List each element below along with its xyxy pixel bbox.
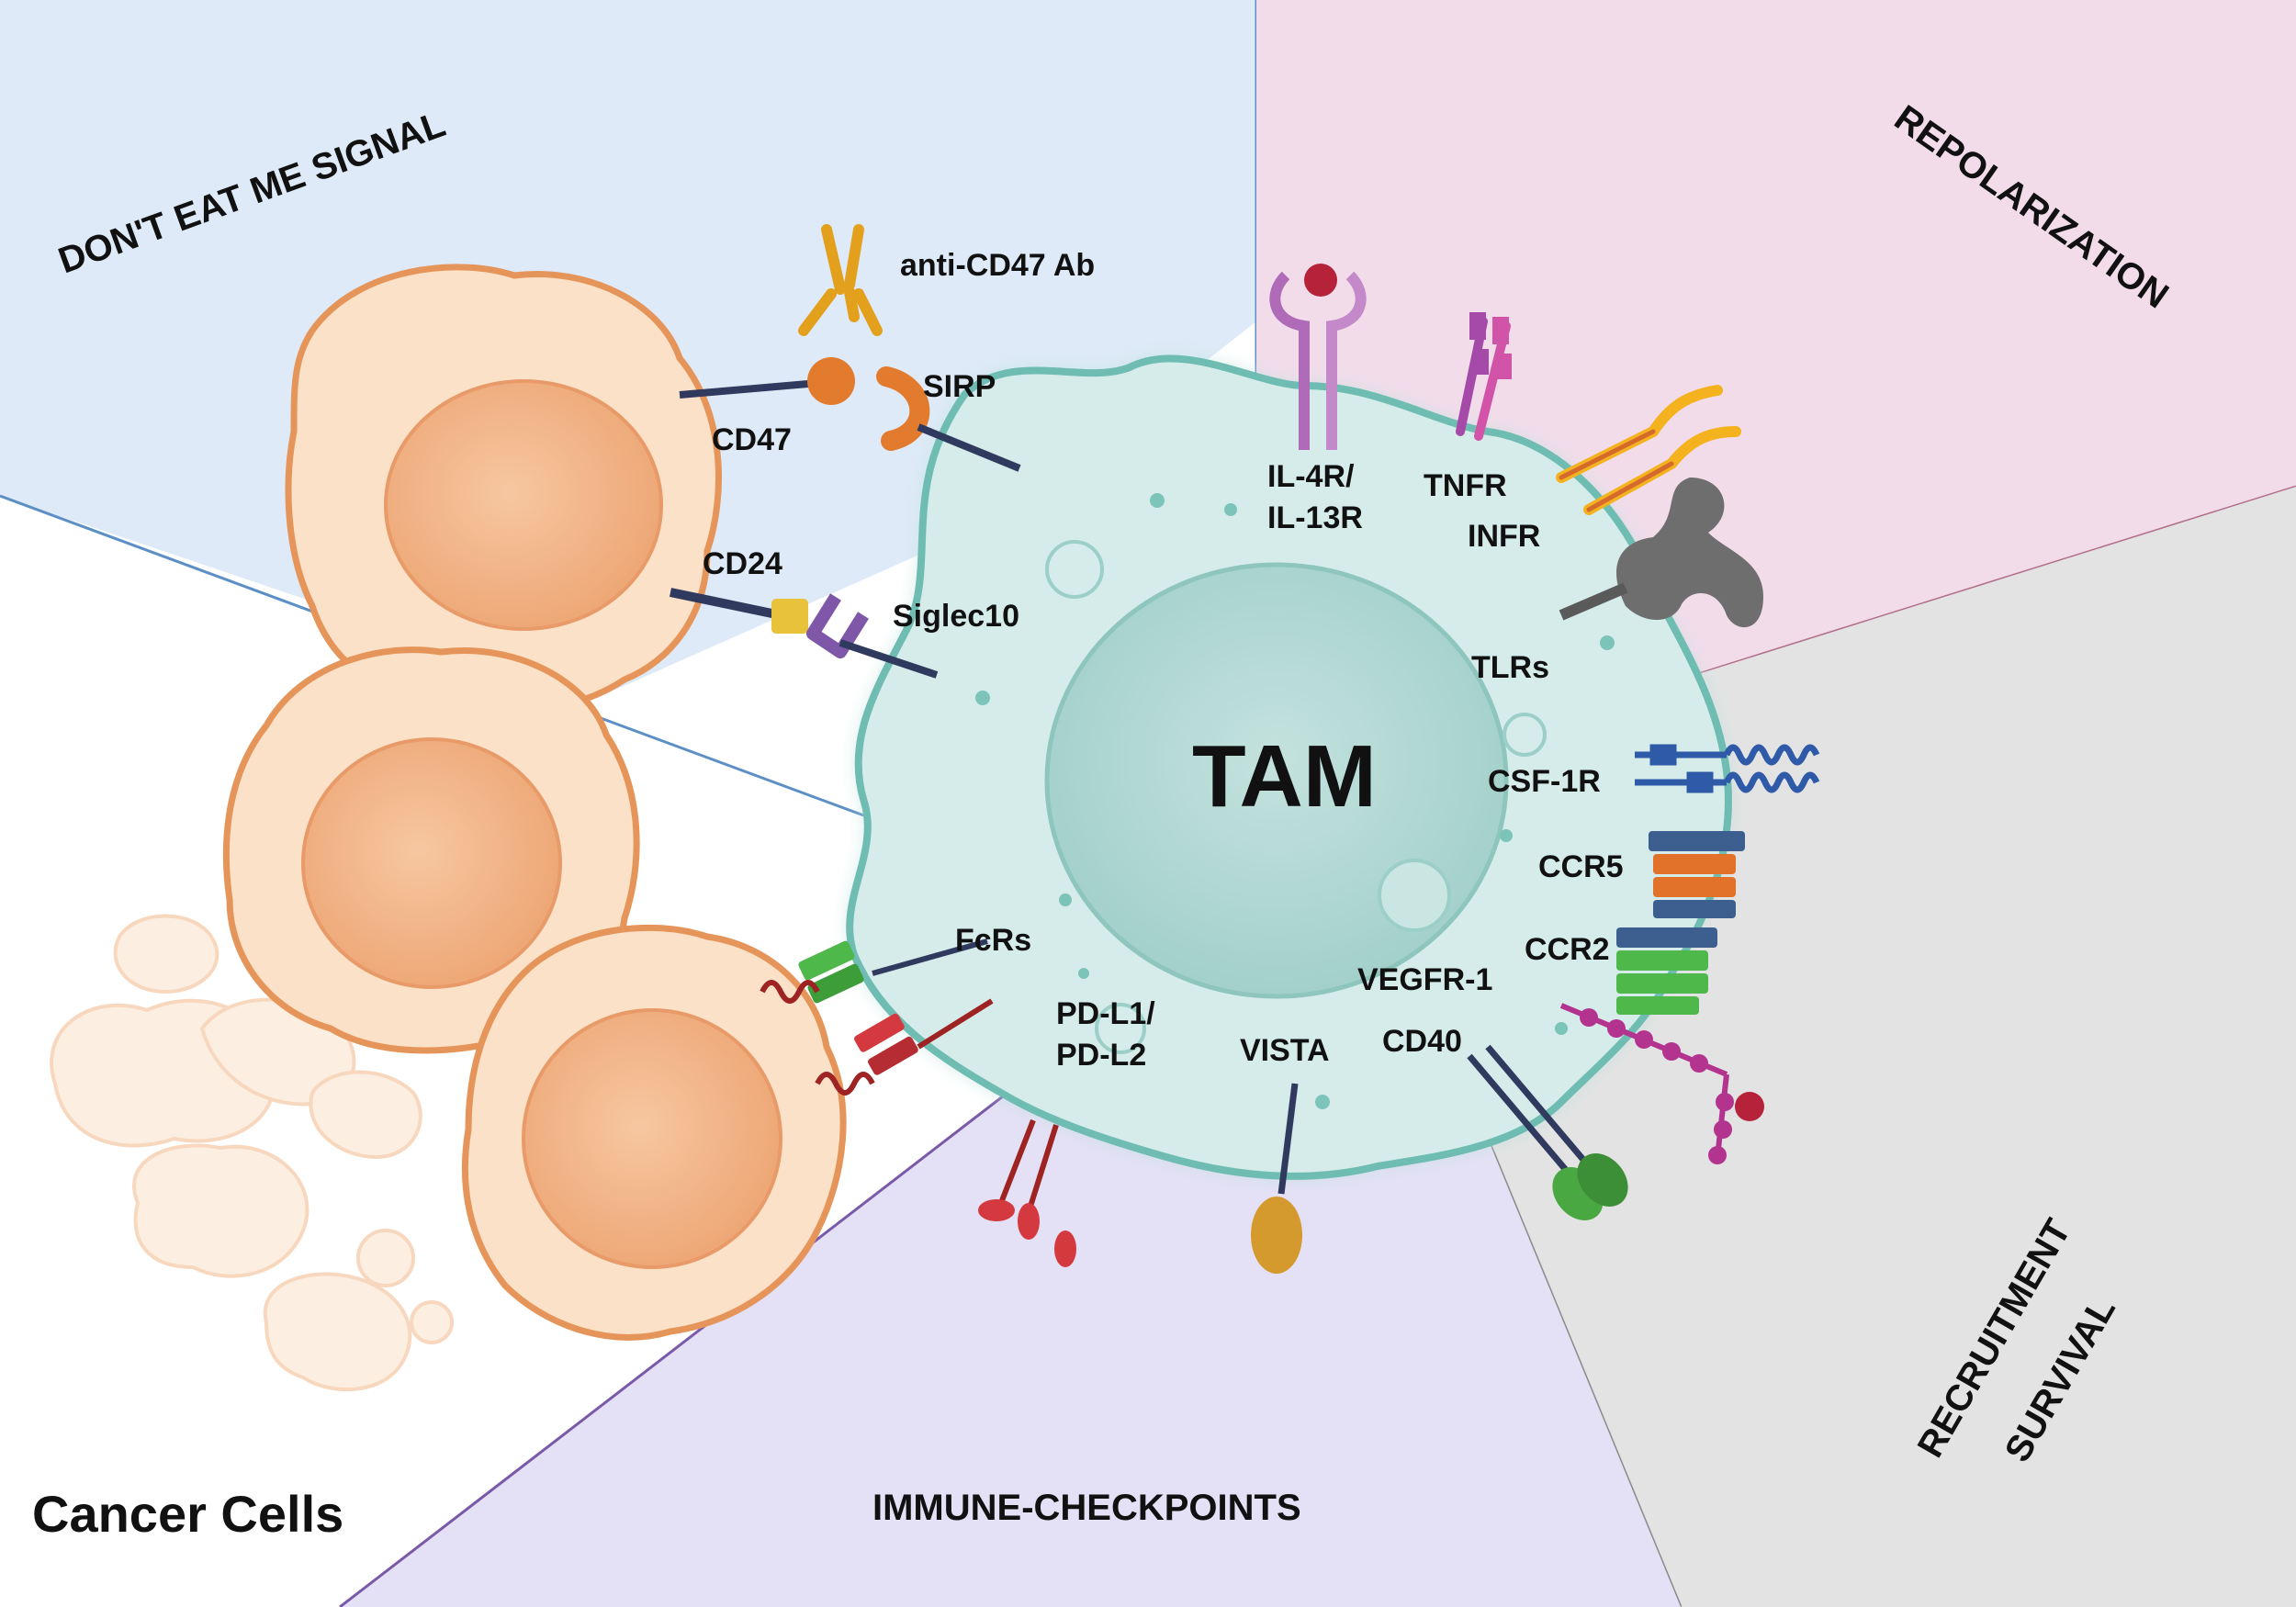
il4r-il13r-icon (1269, 264, 1367, 450)
cd47-stalk (679, 380, 809, 399)
vista-icon (1251, 1083, 1302, 1274)
vegfr1-icon (1559, 1003, 1764, 1164)
pdl1-pdl2-icon (815, 998, 1076, 1267)
vista-label: VISTA (1240, 1033, 1330, 1068)
tnfr-label: TNFR (1424, 468, 1507, 503)
cancer-nucleus (522, 1008, 782, 1269)
divider-line (339, 1082, 1020, 1607)
vesicle (1378, 859, 1451, 932)
anti-cd47-antibody-icon (798, 224, 883, 336)
csf1r-icon (1635, 744, 1820, 793)
cd24-label: CD24 (703, 546, 782, 581)
ccr5-label: CCR5 (1538, 849, 1624, 884)
pdl1-label: PD-L1/ (1056, 996, 1155, 1031)
cd47-icon (807, 357, 855, 405)
tam-cell (846, 354, 1732, 1180)
fcrs-label: FcRs (955, 923, 1031, 958)
cd40-label: CD40 (1382, 1024, 1462, 1059)
granules (975, 493, 1615, 1109)
cancer-cell (461, 924, 847, 1341)
csf1r-label: CSF-1R (1488, 764, 1601, 799)
pdl2-label: PD-L2 (1056, 1038, 1146, 1073)
sirp-label: SIRP (923, 369, 996, 404)
ccr2-icon (1616, 927, 1717, 1015)
il13r-label: IL-13R (1267, 500, 1363, 535)
anti-cd47-label: anti-CD47 Ab (900, 248, 1095, 283)
tlrs-icon (1559, 478, 1763, 628)
infr-icon (1556, 385, 1741, 515)
vegfr1-label: VEGFR-1 (1357, 962, 1492, 997)
siglec10-stalk (838, 639, 939, 679)
vesicle (1095, 1003, 1146, 1054)
sirp-icon (876, 366, 930, 451)
cd24-icon (771, 599, 808, 634)
tam-label: TAM (1192, 727, 1377, 826)
vesicle (1045, 540, 1104, 599)
cancer-nucleus (384, 379, 663, 631)
panel-immune-checkpoints (339, 1082, 1681, 1607)
fcrs-icon (760, 938, 988, 1004)
cd24-stalk (669, 588, 782, 620)
siglec10-icon (806, 593, 869, 658)
cd47-label: CD47 (712, 422, 792, 457)
cancer-cell (222, 646, 640, 1054)
tlrs-label: TLRs (1471, 650, 1549, 685)
il4r-label: IL-4R/ (1267, 459, 1355, 494)
vesicle (1503, 713, 1547, 757)
cancer-cell (285, 264, 722, 714)
ccr2-label: CCR2 (1525, 932, 1610, 967)
infr-label: INFR (1468, 519, 1540, 554)
sirp-stalk (917, 423, 1021, 472)
tnfr-icon (1456, 312, 1512, 441)
cancer-nucleus (301, 737, 562, 989)
cd40-icon (1467, 1044, 1628, 1220)
section-title-immune-checkpoints: IMMUNE-CHECKPOINTS (872, 1488, 1301, 1528)
ccr5-icon (1649, 831, 1745, 918)
cancer-cells-label: Cancer Cells (32, 1485, 343, 1543)
siglec10-label: Siglec10 (893, 599, 1019, 634)
